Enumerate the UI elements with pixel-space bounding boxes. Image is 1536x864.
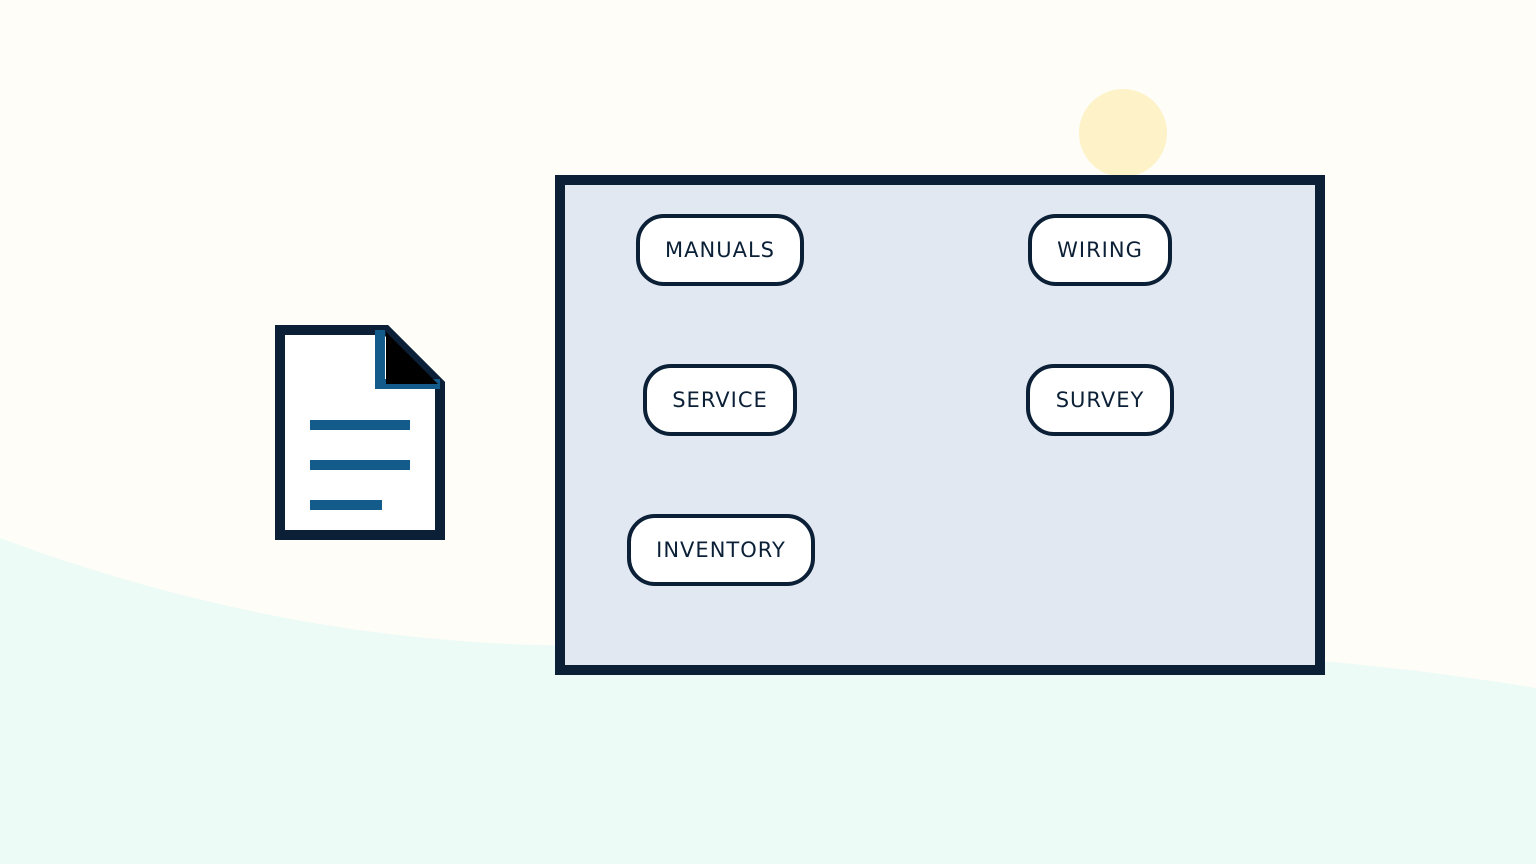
tag-manuals[interactable]: MANUALS — [636, 214, 804, 286]
document-icon[interactable] — [274, 324, 446, 541]
doc-line — [310, 500, 382, 510]
tag-service[interactable]: SERVICE — [643, 364, 797, 436]
sun-circle — [1079, 89, 1167, 177]
doc-line — [310, 460, 410, 470]
tag-board: MANUALS WIRING SERVICE SURVEY INVENTORY — [555, 175, 1325, 675]
tag-survey[interactable]: SURVEY — [1026, 364, 1174, 436]
doc-line — [310, 420, 410, 430]
tag-inventory[interactable]: INVENTORY — [627, 514, 815, 586]
tag-wiring[interactable]: WIRING — [1028, 214, 1172, 286]
